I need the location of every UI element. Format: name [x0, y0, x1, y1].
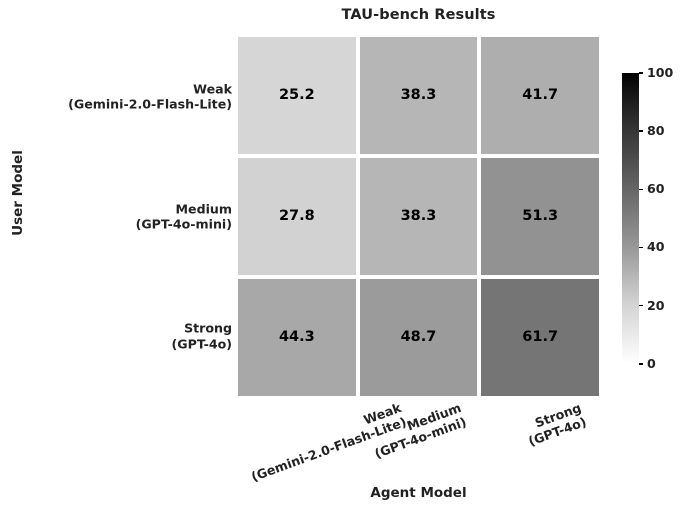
y-tick-label-weak: Weak (Gemini-2.0-Flash-Lite) [0, 81, 232, 112]
colorbar-tick-60: 60 [639, 182, 665, 196]
colorbar-tick-label: 0 [647, 355, 656, 371]
colorbar-tick-mark-icon [639, 130, 643, 132]
colorbar-tick-mark-icon [639, 188, 643, 191]
y-tick-label-medium-line1: Medium [175, 201, 233, 217]
colorbar-tick-mark-icon [639, 246, 643, 249]
colorbar-tick-label: 80 [647, 122, 665, 138]
heatmap-cell[interactable]: 48.7 [359, 279, 478, 396]
colorbar-tick-40: 40 [639, 241, 665, 255]
colorbar-tick-mark-icon [639, 363, 643, 365]
colorbar-tick-100: 100 [639, 66, 673, 80]
y-axis-tick-labels: Weak (Gemini-2.0-Flash-Lite) Medium (GPT… [0, 37, 232, 396]
heatmap-cell-value: 27.8 [278, 208, 315, 225]
colorbar-tick-0: 0 [639, 357, 656, 371]
heatmap-cell[interactable]: 27.8 [238, 158, 356, 275]
x-axis-title: Agent Model [370, 485, 467, 501]
y-tick-label-weak-line1: Weak [193, 81, 232, 97]
colorbar-tick-label: 100 [647, 64, 674, 80]
heatmap-grid: 25.2 38.3 41.7 27.8 38.3 51.3 44.3 48.7 … [238, 37, 599, 396]
colorbar-tick-label: 60 [647, 181, 665, 197]
heatmap-cell-value: 41.7 [522, 87, 559, 104]
y-tick-label-strong-line2: (GPT-4o) [171, 336, 232, 352]
heatmap-cell[interactable]: 41.7 [481, 37, 599, 154]
x-tick-label-strong: Strong (GPT-4o) [467, 400, 588, 469]
heatmap-cell-value: 25.2 [278, 87, 315, 104]
y-tick-label-medium: Medium (GPT-4o-mini) [0, 201, 232, 232]
y-tick-label-strong: Strong (GPT-4o) [0, 321, 232, 352]
heatmap-cell-value: 38.3 [400, 87, 437, 104]
heatmap-cell[interactable]: 25.2 [238, 37, 356, 154]
heatmap-cell[interactable]: 51.3 [481, 158, 599, 275]
heatmap-cell-value: 51.3 [522, 208, 559, 225]
colorbar-tick-mark-icon [639, 72, 643, 74]
colorbar-tick-mark-icon [639, 305, 643, 307]
x-tick-label-weak-line2: (Gemini-2.0-Flash-Lite) [249, 414, 409, 485]
colorbar-tick-labels: 100 80 60 40 20 0 [639, 66, 698, 369]
x-axis-tick-labels: Weak (Gemini-2.0-Flash-Lite) Medium (GPT… [238, 396, 599, 485]
colorbar-gradient [622, 73, 639, 364]
heatmap-cell[interactable]: 44.3 [238, 279, 356, 396]
heatmap-cell-value: 61.7 [522, 329, 559, 346]
heatmap-cell-value: 38.3 [400, 208, 437, 225]
heatmap-cell-value: 48.7 [400, 329, 437, 346]
heatmap-cell[interactable]: 61.7 [481, 279, 599, 396]
heatmap-cell[interactable]: 38.3 [359, 158, 478, 275]
y-tick-label-weak-line2: (Gemini-2.0-Flash-Lite) [68, 96, 232, 112]
y-tick-label-medium-line2: (GPT-4o-mini) [135, 216, 232, 232]
heatmap-cell-value: 44.3 [278, 329, 315, 346]
colorbar-tick-80: 80 [639, 124, 665, 138]
y-tick-label-strong-line1: Strong [184, 320, 232, 336]
chart-title: TAU-bench Results [341, 7, 496, 23]
colorbar-tick-label: 40 [647, 239, 665, 255]
colorbar-tick-label: 20 [647, 297, 665, 313]
heatmap-cell[interactable]: 38.3 [359, 37, 478, 154]
colorbar-tick-20: 20 [639, 299, 665, 313]
colorbar[interactable]: 100 80 60 40 20 0 [622, 66, 673, 369]
